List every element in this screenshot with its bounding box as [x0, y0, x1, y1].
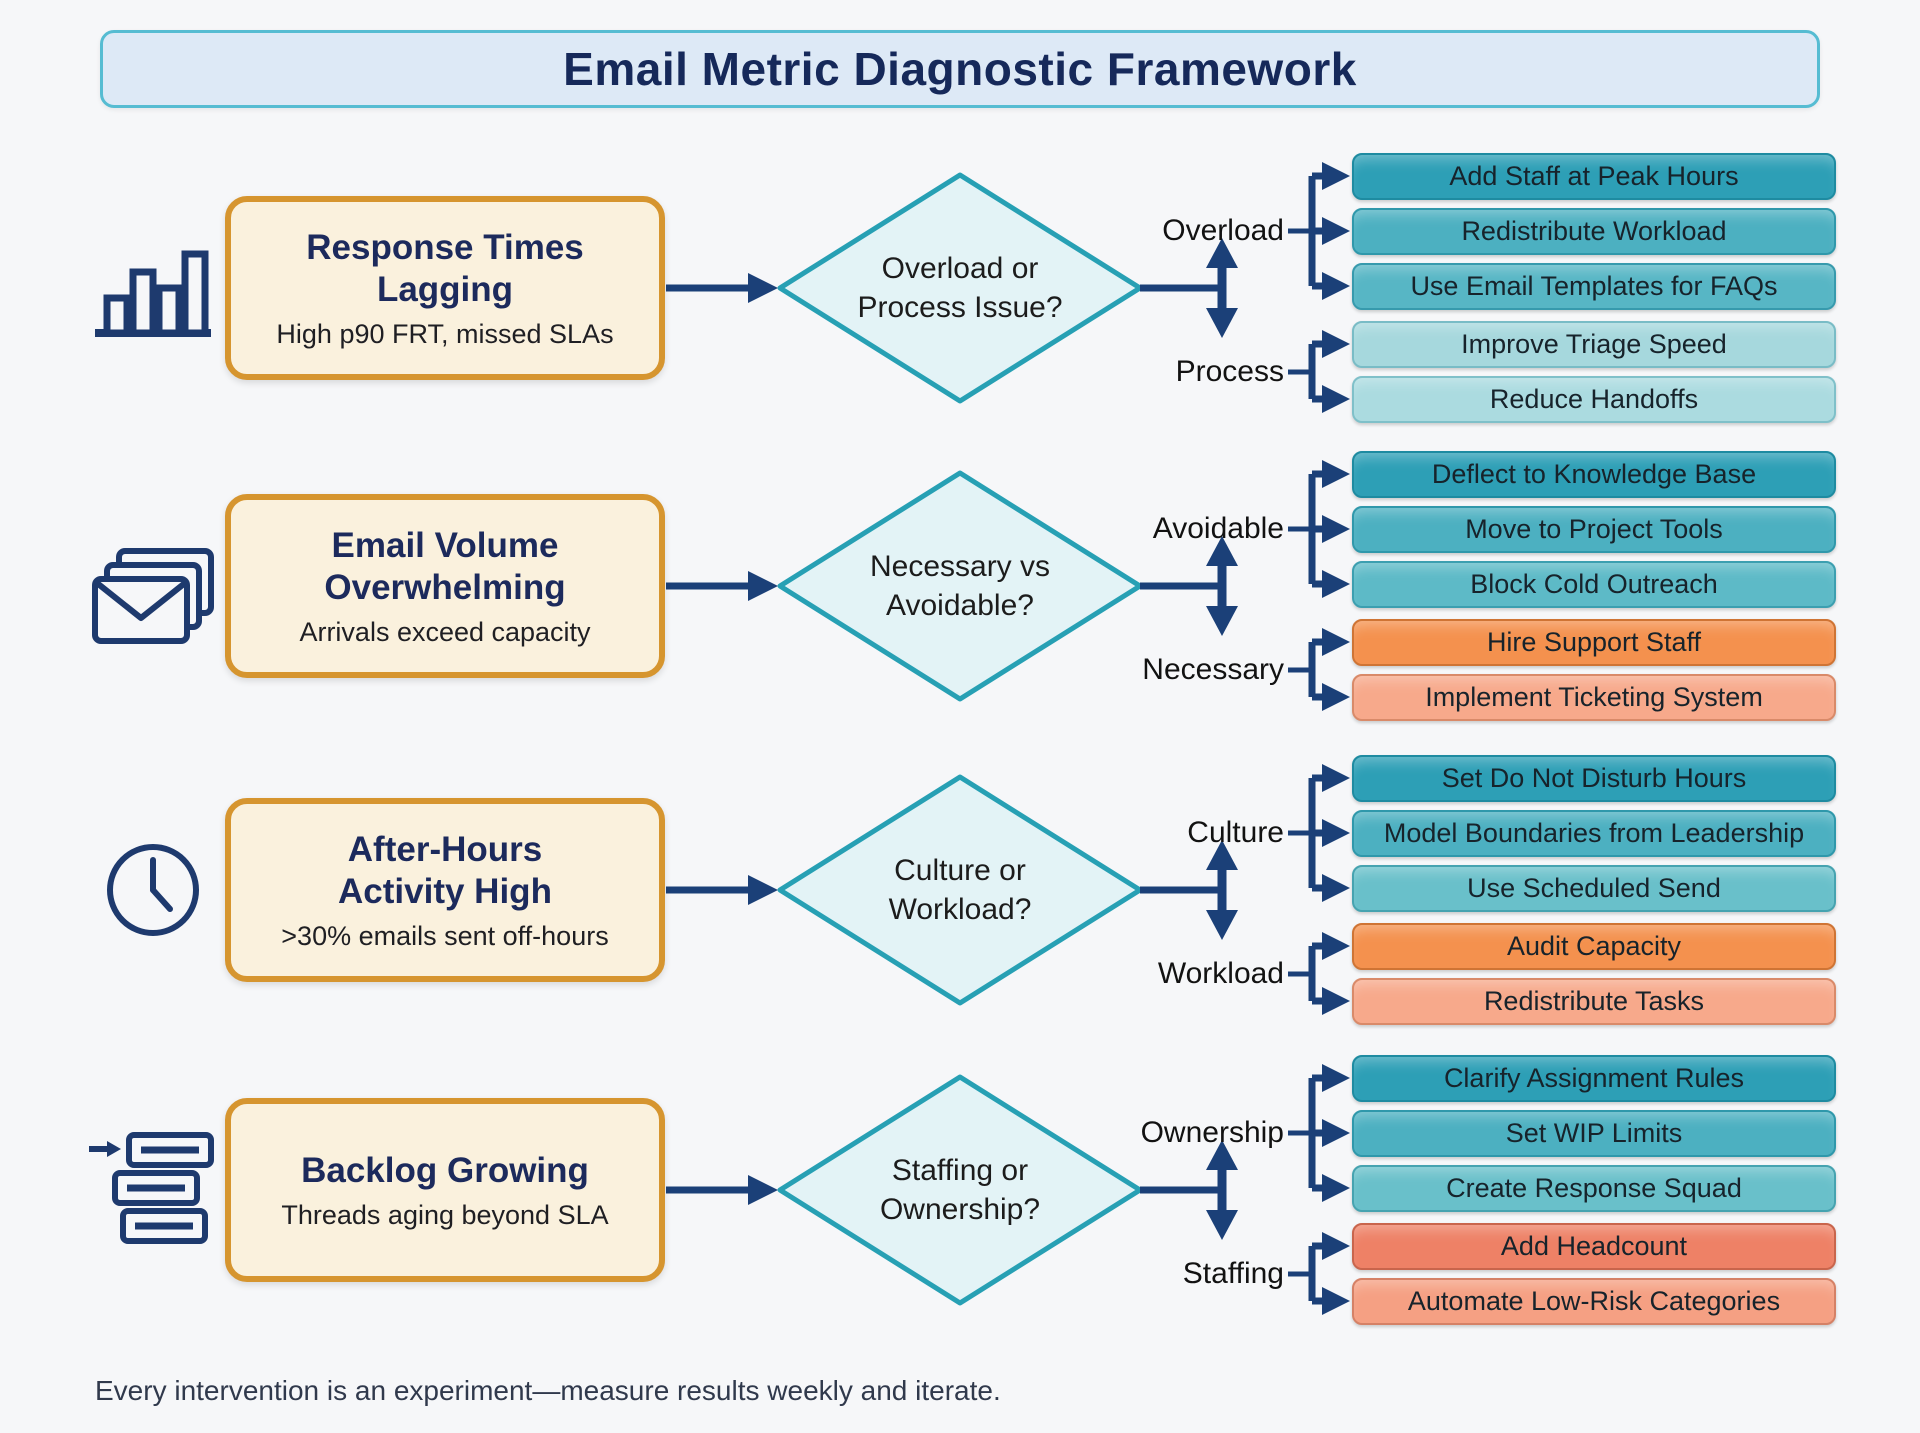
decision-diamond-label: Staffing or Ownership?: [879, 1154, 1041, 1226]
backlog-icon: [85, 1128, 220, 1252]
action-box: Redistribute Tasks: [1352, 978, 1836, 1025]
decision-diamond-label: Overload or Process Issue?: [857, 252, 1063, 324]
branch-label: Ownership: [1140, 1116, 1284, 1149]
branch-label: Culture: [1187, 816, 1284, 849]
problem-subtitle: Threads aging beyond SLA: [281, 1199, 609, 1230]
action-box: Block Cold Outreach: [1352, 561, 1836, 608]
problem-card: Email Volume Overwhelming Arrivals excee…: [225, 494, 665, 678]
problem-subtitle: Arrivals exceed capacity: [299, 616, 591, 647]
footer-note: Every intervention is an experiment—meas…: [95, 1375, 1001, 1406]
action-box: Use Scheduled Send: [1352, 865, 1836, 912]
clock-icon: [85, 828, 220, 952]
action-box: Add Staff at Peak Hours: [1352, 153, 1836, 200]
branch-label: Necessary: [1142, 653, 1284, 686]
branch-label: Staffing: [1182, 1257, 1284, 1290]
title-banner: Email Metric Diagnostic Framework: [100, 30, 1820, 108]
action-box: Reduce Handoffs: [1352, 376, 1836, 423]
decision-diamond-label: Necessary vs Avoidable?: [869, 550, 1051, 622]
action-box: Automate Low-Risk Categories: [1352, 1278, 1836, 1325]
problem-title: Backlog Growing: [301, 1150, 589, 1190]
branch-label: Workload: [1157, 957, 1284, 990]
action-box: Redistribute Workload: [1352, 208, 1836, 255]
problem-card: Response Times Lagging High p90 FRT, mis…: [225, 196, 665, 380]
action-box: Set Do Not Disturb Hours: [1352, 755, 1836, 802]
branch-label: Process: [1175, 355, 1284, 388]
action-box: Clarify Assignment Rules: [1352, 1055, 1836, 1102]
action-box: Create Response Squad: [1352, 1165, 1836, 1212]
problem-subtitle: High p90 FRT, missed SLAs: [276, 318, 614, 349]
branch-label: Avoidable: [1152, 512, 1284, 545]
action-box: Move to Project Tools: [1352, 506, 1836, 553]
decision-diamond-label: Culture or Workload?: [888, 854, 1032, 926]
action-box: Add Headcount: [1352, 1223, 1836, 1270]
action-box: Implement Ticketing System: [1352, 674, 1836, 721]
bar-chart-icon: [85, 226, 220, 350]
problem-title: Response Times Lagging: [306, 227, 584, 309]
problem-subtitle: >30% emails sent off-hours: [281, 920, 609, 951]
problem-title: Email Volume Overwhelming: [324, 525, 566, 607]
problem-title: After-Hours Activity High: [338, 829, 552, 911]
problem-card: Backlog Growing Threads aging beyond SLA: [225, 1098, 665, 1282]
action-box: Set WIP Limits: [1352, 1110, 1836, 1157]
action-box: Improve Triage Speed: [1352, 321, 1836, 368]
page-title: Email Metric Diagnostic Framework: [563, 43, 1357, 95]
action-box: Model Boundaries from Leadership: [1352, 810, 1836, 857]
action-box: Use Email Templates for FAQs: [1352, 263, 1836, 310]
branch-label: Overload: [1162, 214, 1284, 247]
action-box: Audit Capacity: [1352, 923, 1836, 970]
mail-stack-icon: [85, 524, 220, 648]
action-box: Hire Support Staff: [1352, 619, 1836, 666]
problem-card: After-Hours Activity High >30% emails se…: [225, 798, 665, 982]
action-box: Deflect to Knowledge Base: [1352, 451, 1836, 498]
